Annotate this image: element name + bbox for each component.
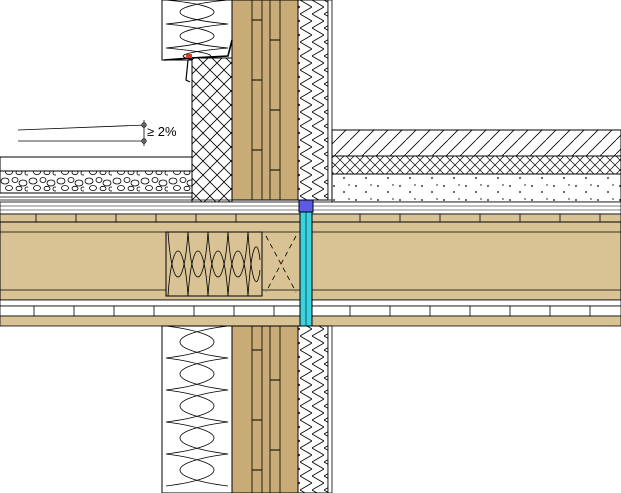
slope-annotation-label: ≥ 2% xyxy=(147,124,177,139)
fixing-bracket xyxy=(298,199,314,213)
upper-wall xyxy=(161,0,333,201)
flashing-seal xyxy=(186,54,192,58)
lower-wall xyxy=(161,325,333,493)
slope-line-top xyxy=(17,124,147,131)
right-floor-buildup xyxy=(331,129,621,213)
lower-wall-batt-insulation xyxy=(165,325,229,487)
slab-batt-insulation xyxy=(167,231,261,297)
terrace-buildup xyxy=(0,39,233,203)
vertical-membrane xyxy=(298,199,314,327)
